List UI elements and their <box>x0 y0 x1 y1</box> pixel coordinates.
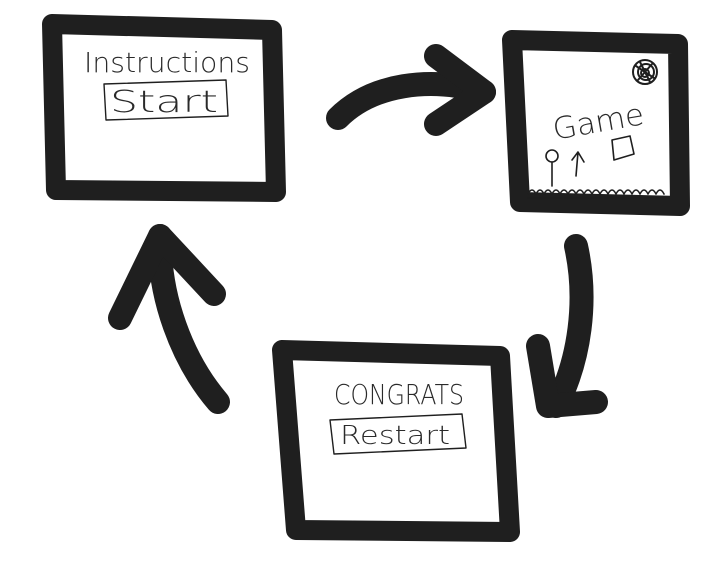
arrow-to-congrats-head <box>526 334 608 418</box>
box-icon <box>611 135 635 161</box>
arrow-to-congrats-shaft <box>544 234 594 418</box>
start-button-label: Start <box>110 85 218 120</box>
grass-icon <box>527 189 669 199</box>
arrow-to-instructions <box>108 224 230 414</box>
congrats-screen: CONGRATS Restart <box>272 340 520 542</box>
instructions-heading: Instructions <box>84 46 250 79</box>
congrats-frame <box>272 340 520 542</box>
instructions-screen: Instructions Start <box>42 14 286 202</box>
congrats-heading: CONGRATS <box>334 378 464 411</box>
restart-button[interactable]: Restart <box>329 413 467 455</box>
arrow-to-congrats <box>526 234 608 418</box>
arrow-to-instructions-head <box>108 224 226 330</box>
stick-figure-icon <box>545 149 559 187</box>
scribble-sun-icon <box>632 59 658 85</box>
game-screen: Game <box>502 30 690 216</box>
up-arrow-icon <box>571 151 585 177</box>
start-button[interactable]: Start <box>103 79 229 121</box>
game-frame <box>502 30 690 216</box>
start-button-outline <box>103 79 229 121</box>
instructions-frame <box>42 14 286 202</box>
game-heading: Game <box>550 97 647 147</box>
arrow-to-game-head <box>424 44 496 136</box>
arrow-to-game <box>326 44 496 136</box>
restart-button-outline <box>329 413 467 455</box>
restart-button-label: Restart <box>340 421 450 451</box>
